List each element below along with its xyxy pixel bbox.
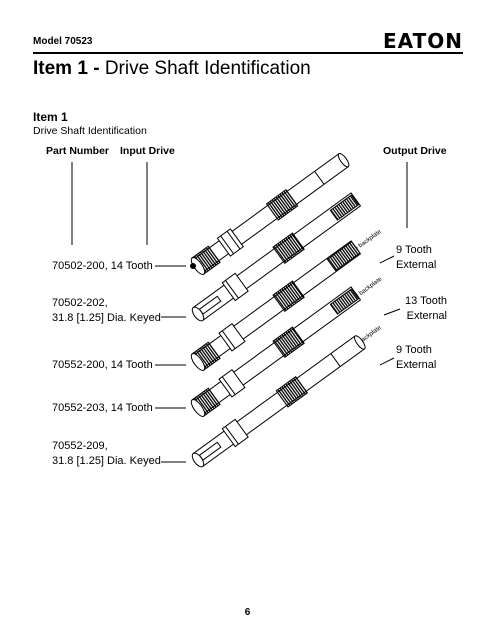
title-prefix: Item 1 - <box>33 58 105 79</box>
shaft-label-2-line1: 70502-202, <box>52 297 108 309</box>
leader-output-3 <box>379 357 395 366</box>
output-label-1-line2: External <box>396 259 437 271</box>
input-drive-header: Input Drive <box>120 145 175 157</box>
shaft-1-end <box>190 263 196 269</box>
shaft-label-4: 70552-203, 14 Tooth <box>52 401 153 416</box>
output-label-2-line2: External <box>406 310 447 322</box>
shaft-label-5-line1: 70552-209, <box>52 440 108 452</box>
page-number: 6 <box>244 607 251 618</box>
leader-output-2 <box>383 308 401 316</box>
output-label-3-line2: External <box>396 359 437 371</box>
shaft-5 <box>191 335 366 468</box>
model-number: Model 70523 <box>33 36 93 47</box>
shaft-3 <box>190 240 362 371</box>
output-drive-header: Output Drive <box>383 145 447 157</box>
shaft-label-4-line1: 70552-203, 14 Tooth <box>52 402 153 414</box>
shaft-1 <box>190 152 350 275</box>
shaft-label-2-line2: 31.8 [1.25] Dia. Keyed <box>52 312 161 324</box>
shaft-4 <box>190 286 362 417</box>
output-label-1-line1: 9 Tooth <box>396 244 432 256</box>
section-subheading: Drive Shaft Identification <box>33 125 147 137</box>
shaft-label-5-line2: 31.8 [1.25] Dia. Keyed <box>52 455 161 467</box>
shaft-label-3: 70552-200, 14 Tooth <box>52 358 153 373</box>
shaft-label-3-line1: 70552-200, 14 Tooth <box>52 359 153 371</box>
section-heading: Item 1 <box>33 110 68 124</box>
header-rule <box>33 52 463 54</box>
shaft-label-5: 70552-209, 31.8 [1.25] Dia. Keyed <box>52 439 161 469</box>
page-title: Item 1 - Drive Shaft Identification <box>33 58 311 80</box>
title-text: Drive Shaft Identification <box>104 58 311 79</box>
eaton-logo: EATON <box>383 29 463 53</box>
part-number-header: Part Number <box>46 145 110 157</box>
output-label-2-line1: 13 Tooth <box>404 295 447 307</box>
shaft-label-1: 70502-200, 14 Tooth <box>52 259 153 274</box>
shaft-label-2: 70502-202, 31.8 [1.25] Dia. Keyed <box>52 296 161 326</box>
leader-output-1 <box>379 255 395 264</box>
shaft-label-1-line1: 70502-200, 14 Tooth <box>52 260 153 272</box>
shaft-2 <box>191 192 362 322</box>
output-label-3-line1: 9 Tooth <box>396 344 432 356</box>
